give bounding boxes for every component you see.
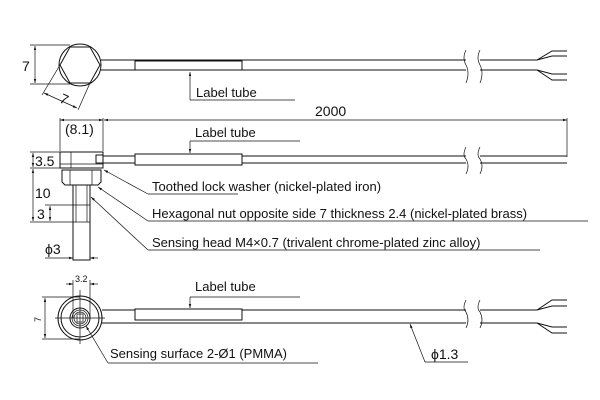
label-tube-text: Label tube xyxy=(195,125,256,140)
tip-diameter-dim: ϕ3 xyxy=(45,241,61,257)
cable-diameter-callout: ϕ1.3 xyxy=(431,346,459,362)
label-tube-text: Label tube xyxy=(195,279,256,294)
label-tube-text: Label tube xyxy=(196,85,257,100)
side-view: 2000 (8.1) Label tube xyxy=(30,103,588,261)
inner-dim: 3.2 xyxy=(75,274,88,284)
sensing-head-shaft xyxy=(72,184,91,261)
hex-across-flats-dim: 7 xyxy=(57,90,71,108)
tip-length-dim: 3 xyxy=(37,206,45,222)
callout-sensing-head: Sensing head M4×0.7 (trivalent chrome-pl… xyxy=(152,235,480,250)
label-tube xyxy=(134,60,243,71)
outer-dim: 7 xyxy=(33,317,43,322)
hex-nut-outline xyxy=(59,46,101,84)
front-view: 3.2 7 Label tube Sensing surface 2-Ø1 (P… xyxy=(33,274,567,364)
hex-height-dim: 7 xyxy=(22,58,30,74)
top-view: Label tube 7 7 xyxy=(22,43,567,111)
callout-hex-nut: Hexagonal nut opposite side 7 thickness … xyxy=(152,206,527,221)
length-dim: 2000 xyxy=(315,103,346,119)
head-circle xyxy=(58,43,102,87)
sensing-surface-callout: Sensing surface 2-Ø1 (PMMA) xyxy=(110,346,287,361)
hex-nut xyxy=(61,169,102,186)
nut-height-dim: 3.5 xyxy=(35,153,55,169)
callout-lock-washer: Toothed lock washer (nickel-plated iron) xyxy=(152,179,381,194)
width-dim: (8.1) xyxy=(65,121,94,137)
label-tube xyxy=(134,308,243,321)
label-tube xyxy=(134,153,243,166)
thread-length-dim: 10 xyxy=(35,185,51,201)
